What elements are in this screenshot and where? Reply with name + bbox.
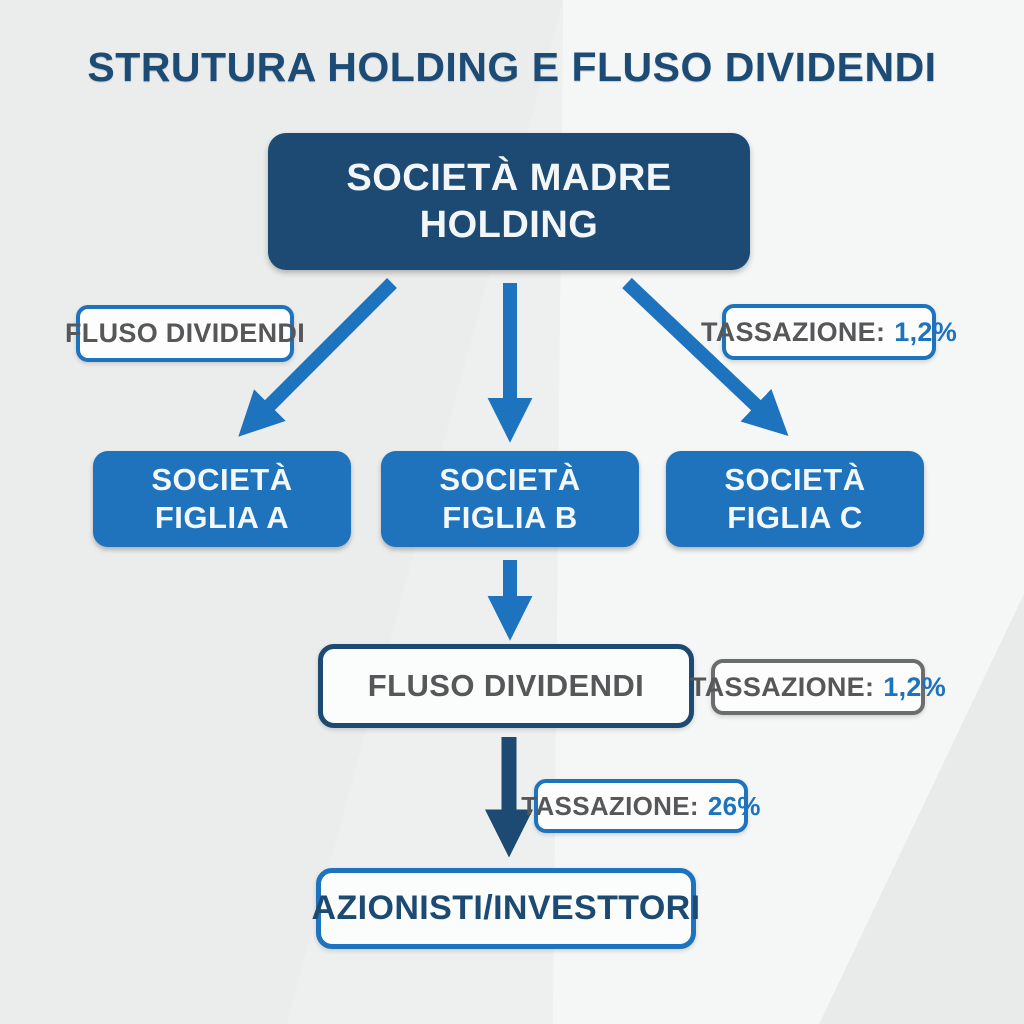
tax-label-top-value: 1,2% xyxy=(894,316,958,347)
subsidiary-a-box: SOCIETÀ FIGLIA A xyxy=(93,451,351,547)
parent-holding-line1: SOCIETÀ MADRE xyxy=(346,157,672,200)
dividend-flow-box-text: FLUSO DIVIDENDI xyxy=(367,668,645,704)
dividend-flow-box: FLUSO DIVIDENDI xyxy=(318,644,694,728)
subsidiary-a-line2: FIGLIA A xyxy=(154,500,290,535)
parent-holding-label: SOCIETÀ MADRE HOLDING xyxy=(346,155,671,248)
subsidiary-b-label: SOCIETÀ FIGLIA B xyxy=(439,461,580,537)
tax-label-mid-prefix: TASSAZIONE: xyxy=(689,671,875,702)
subsidiary-a-line1: SOCIETÀ xyxy=(151,462,293,498)
subsidiary-c-line1: SOCIETÀ xyxy=(724,462,866,498)
shareholders-box: AZIONISTI/INVESTTORI xyxy=(312,868,700,949)
tax-label-mid-value: 1,2% xyxy=(883,671,947,702)
page-title: STRUTURA HOLDING E FLUSO DIVIDENDI xyxy=(87,44,937,90)
tax-label-top-prefix: TASSAZIONE: xyxy=(700,316,886,347)
subsidiary-b-line2: FIGLIA B xyxy=(442,500,578,535)
subsidiary-b-line1: SOCIETÀ xyxy=(439,462,581,498)
dividend-flow-label-text: FLUSO DIVIDENDI xyxy=(65,318,306,348)
subsidiary-c-box: SOCIETÀ FIGLIA C xyxy=(666,451,924,547)
subsidiary-a-label: SOCIETÀ FIGLIA A xyxy=(151,461,292,537)
subsidiary-c-label: SOCIETÀ FIGLIA C xyxy=(724,461,865,537)
parent-holding-box: SOCIETÀ MADRE HOLDING xyxy=(268,133,750,270)
tax-label-bottom: TASSAZIONE: 26% xyxy=(521,779,760,833)
subsidiary-c-line2: FIGLIA C xyxy=(727,500,863,535)
tax-label-mid: TASSAZIONE: 1,2% xyxy=(690,659,946,715)
tax-label-top: TASSAZIONE: 1,2% xyxy=(701,304,957,360)
tax-label-bottom-prefix: TASSAZIONE: xyxy=(521,790,699,821)
subsidiary-b-box: SOCIETÀ FIGLIA B xyxy=(381,451,639,547)
dividend-flow-label-left: FLUSO DIVIDENDI xyxy=(65,305,305,362)
tax-label-bottom-value: 26% xyxy=(707,790,761,821)
shareholders-box-text: AZIONISTI/INVESTTORI xyxy=(311,888,701,927)
parent-holding-line2: HOLDING xyxy=(419,203,599,246)
